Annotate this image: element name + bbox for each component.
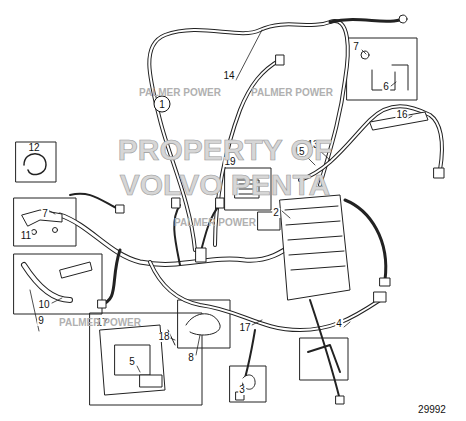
watermark-text: PALMER POWER (174, 218, 256, 228)
watermark-text: VOLVO PENTA (120, 170, 331, 200)
control-unit (258, 195, 350, 300)
watermark-text: PROPERTY OF (118, 135, 332, 165)
callout-number: 18 (157, 332, 170, 342)
callout-number: 11 (20, 231, 32, 241)
leader-lines (30, 30, 412, 372)
callout-number: 8 (187, 353, 195, 363)
callout-number: 7 (352, 42, 360, 52)
callout-number: 7 (41, 209, 49, 219)
watermark-text: PALMER POWER (59, 318, 141, 328)
plug-connectors (98, 55, 444, 404)
callout-number: 17 (238, 323, 251, 333)
watermark-text: PALMER POWER (251, 88, 333, 98)
callout-number: 1 (154, 96, 171, 113)
inset-parts (22, 51, 408, 395)
watermark-text: PALMER POWER (139, 88, 221, 98)
callout-number: 6 (382, 82, 390, 92)
drawing-number: 29992 (417, 405, 447, 415)
callout-number: 16 (395, 110, 408, 120)
callout-number: 2 (272, 208, 280, 218)
inset-frames (14, 38, 417, 405)
callout-number: 4 (335, 319, 343, 329)
callout-number: 5 (128, 357, 136, 367)
callout-number: 10 (37, 300, 50, 310)
callout-number: 12 (27, 143, 40, 153)
callout-number: 9 (37, 316, 45, 326)
harness-trunk (60, 106, 442, 400)
callout-number: 3 (238, 385, 246, 395)
callout-number: 14 (222, 71, 235, 81)
